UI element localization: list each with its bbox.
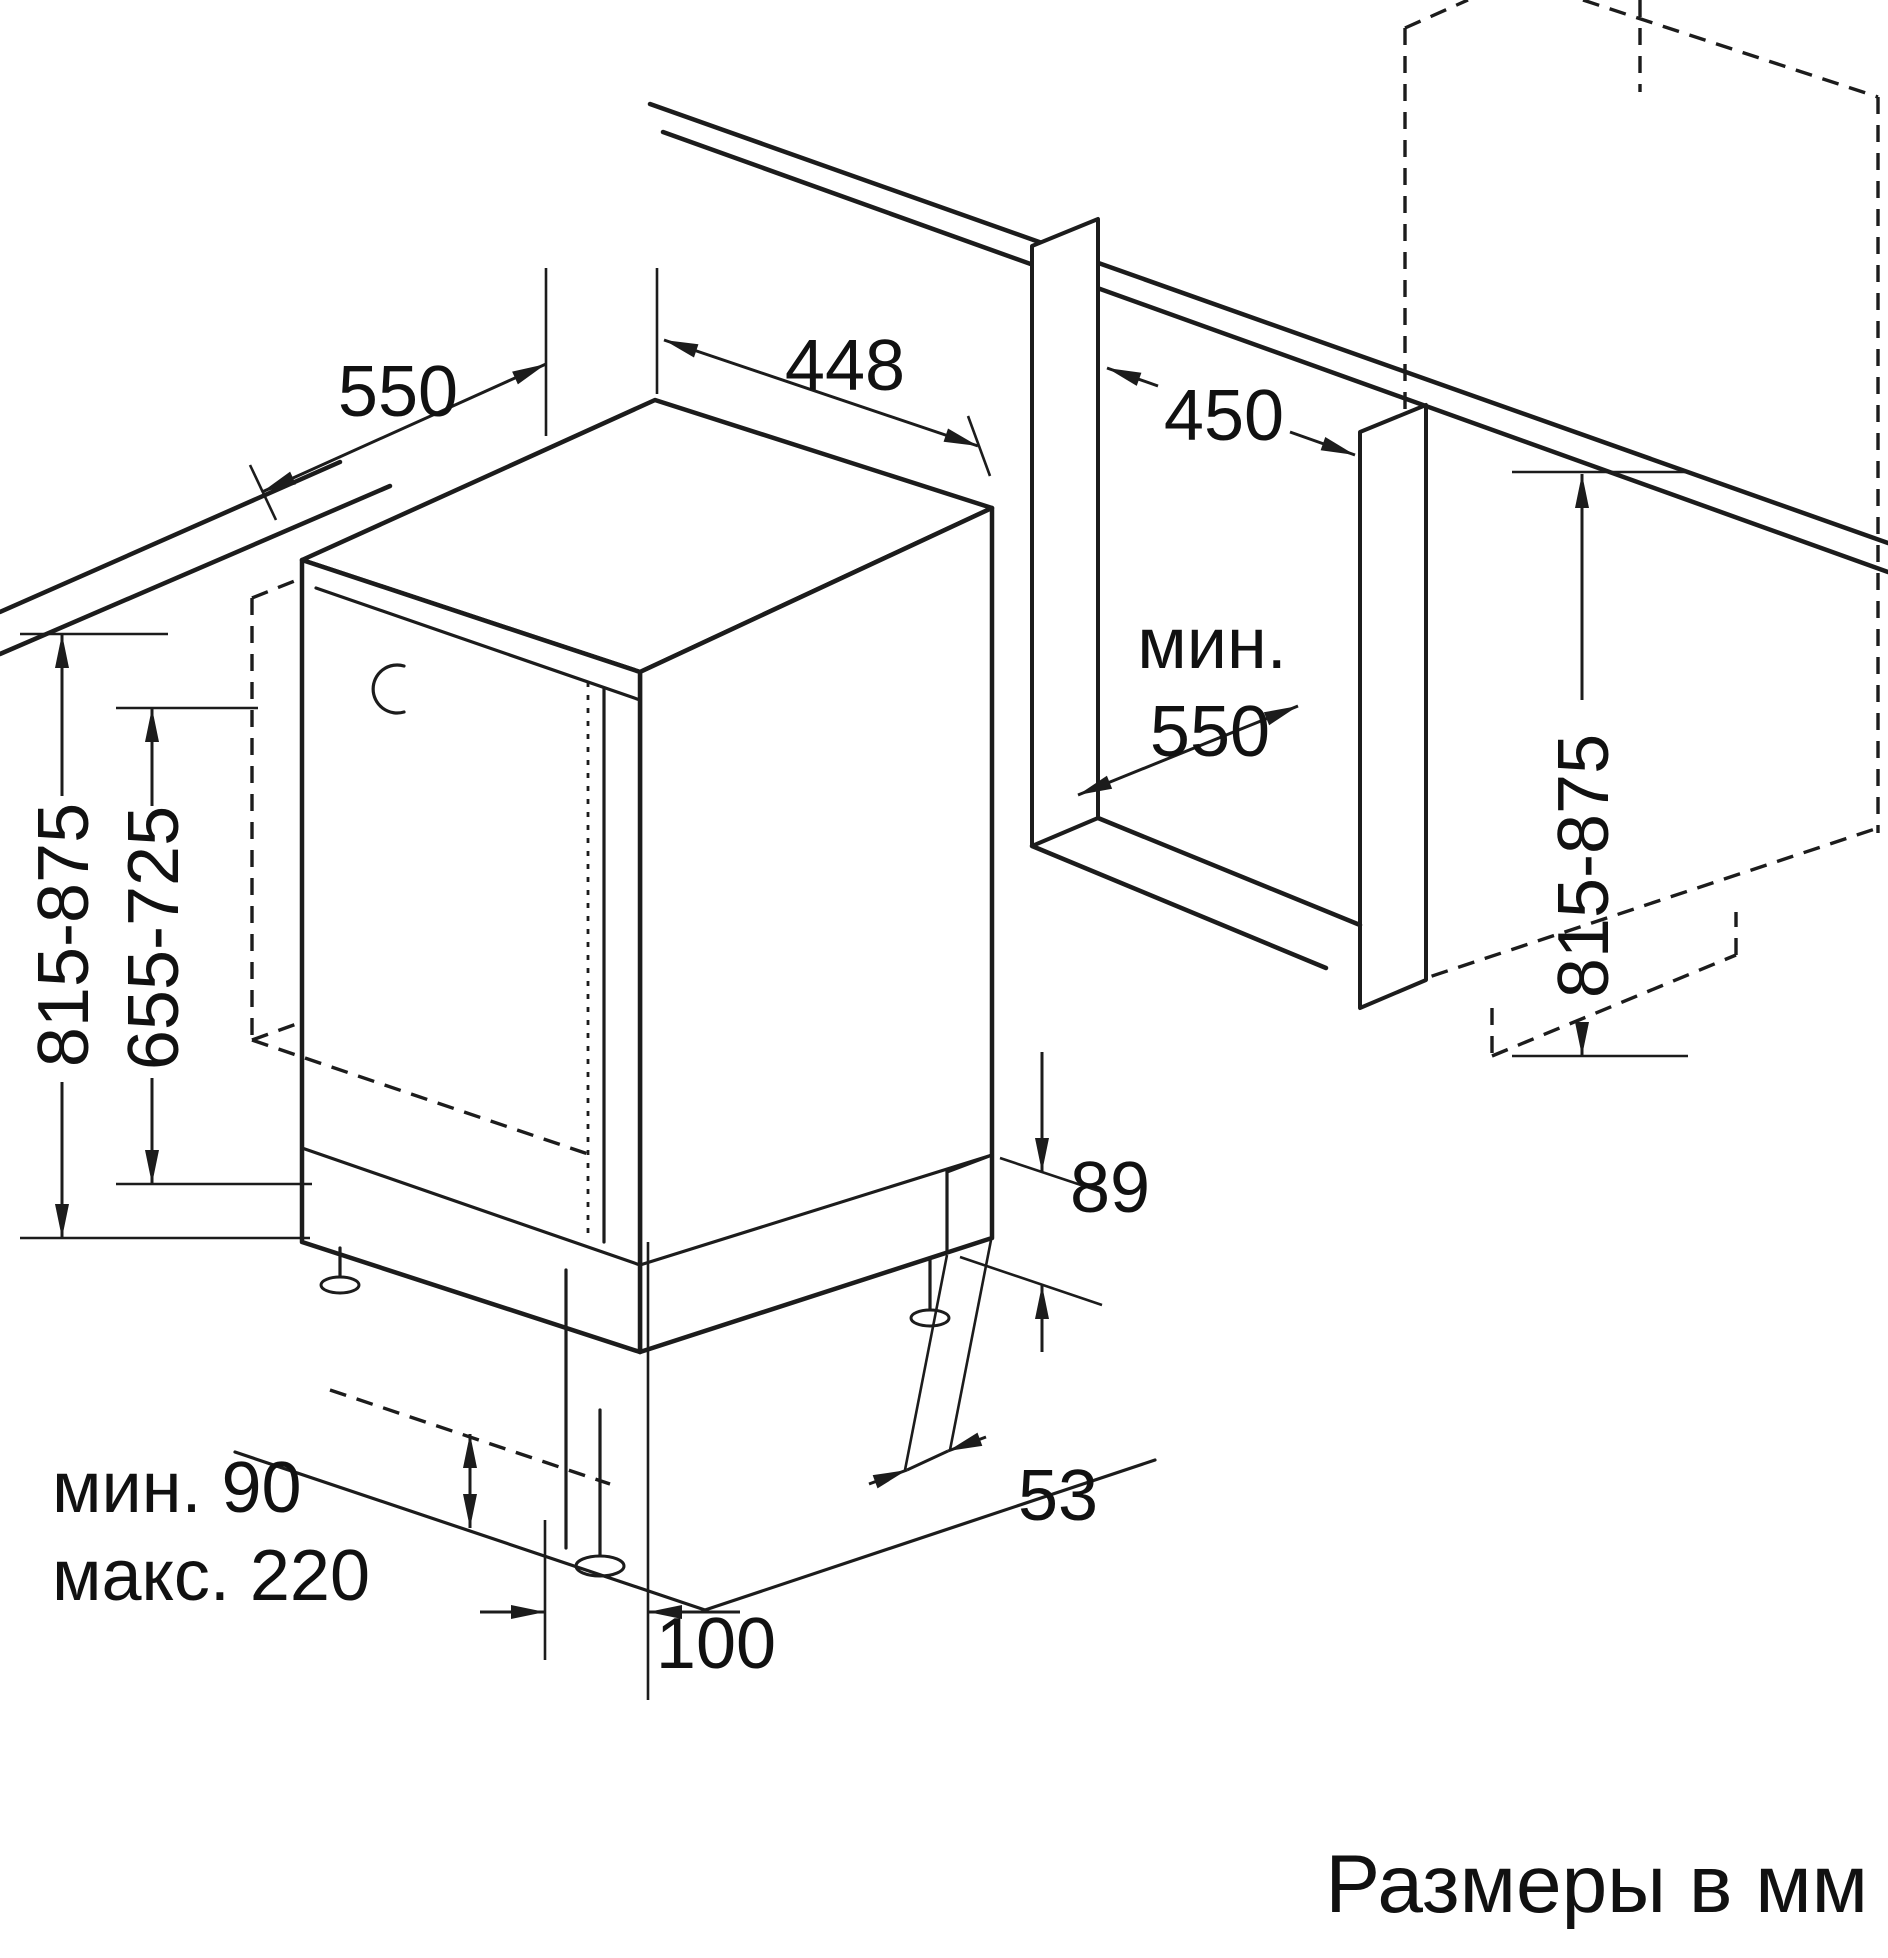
label-foot-dim: 100 <box>656 1604 776 1684</box>
label-niche-width: 450 <box>1164 376 1284 456</box>
dimension-lines <box>20 268 1688 1660</box>
label-appliance-width: 448 <box>785 326 905 406</box>
niche-right-panel <box>1358 403 1428 1010</box>
rear-left-foot <box>319 1246 361 1295</box>
niche-left-panel <box>1030 217 1100 848</box>
label-rear-offset: 53 <box>1018 1456 1098 1536</box>
label-plinth-min: мин. 90 <box>52 1448 302 1528</box>
label-niche-depth-word: мин. <box>1137 604 1286 684</box>
label-niche-height: 815-875 <box>1544 734 1624 998</box>
units-note: Размеры в мм <box>1325 1839 1868 1930</box>
dimension-labels: 550 448 815-875 655-725 мин. 90 макс. 22… <box>24 326 1868 1930</box>
door-handle-icon <box>371 663 406 715</box>
label-rear-base-height: 89 <box>1070 1148 1150 1228</box>
niche-drawing <box>1029 217 1428 1010</box>
dishwasher-front-face <box>299 557 643 1355</box>
label-plinth-max: макс. 220 <box>52 1536 370 1616</box>
dashed-cabinet-outline <box>1403 0 1880 1058</box>
label-appliance-depth: 550 <box>338 352 458 432</box>
label-door-panel-height: 655-725 <box>114 806 194 1070</box>
label-niche-depth-value: 550 <box>1150 692 1270 772</box>
rear-right-foot <box>909 1256 951 1328</box>
front-foot <box>574 1554 626 1578</box>
countertop-lines <box>0 101 1888 657</box>
label-appliance-height: 815-875 <box>24 803 104 1067</box>
